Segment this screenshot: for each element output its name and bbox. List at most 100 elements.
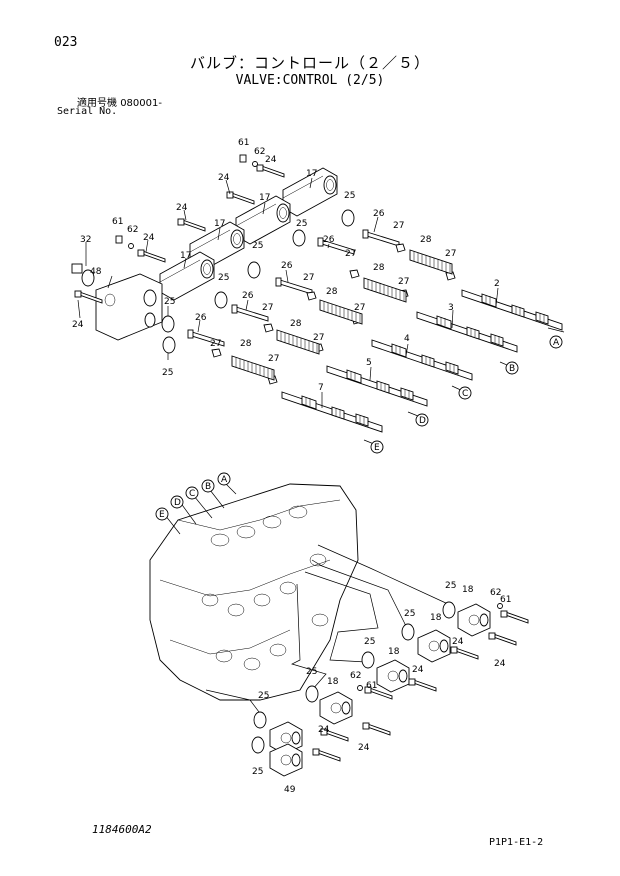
bolt-24-c bbox=[137, 249, 166, 263]
svg-text:18: 18 bbox=[327, 677, 339, 687]
callout-b-lower: B bbox=[201, 479, 215, 493]
washer-62-c bbox=[497, 603, 503, 609]
svg-text:24: 24 bbox=[318, 725, 330, 735]
svg-text:25: 25 bbox=[252, 241, 263, 251]
svg-text:27: 27 bbox=[345, 249, 356, 259]
connector-lines-lower bbox=[164, 483, 449, 717]
svg-text:E: E bbox=[374, 443, 380, 453]
svg-text:27: 27 bbox=[354, 303, 365, 313]
svg-text:5: 5 bbox=[366, 358, 372, 368]
svg-text:28: 28 bbox=[373, 263, 385, 273]
svg-text:25: 25 bbox=[252, 767, 263, 777]
svg-text:25: 25 bbox=[306, 667, 317, 677]
svg-text:17: 17 bbox=[180, 251, 191, 261]
callout-c-lower: C bbox=[185, 486, 199, 500]
svg-text:25: 25 bbox=[344, 191, 355, 201]
serial-value: 080001- bbox=[120, 98, 162, 109]
svg-text:D: D bbox=[174, 498, 181, 508]
svg-text:18: 18 bbox=[430, 613, 442, 623]
svg-text:18: 18 bbox=[388, 647, 400, 657]
page-title-en: VALVE:CONTROL (2/5) bbox=[235, 73, 385, 88]
spool-7 bbox=[281, 391, 383, 433]
svg-text:27: 27 bbox=[398, 277, 409, 287]
svg-text:4: 4 bbox=[404, 334, 410, 344]
lower-bolts bbox=[312, 610, 529, 762]
cap-18-b bbox=[417, 629, 451, 663]
oring-25-a bbox=[341, 209, 355, 227]
svg-text:26: 26 bbox=[281, 261, 293, 271]
svg-text:25: 25 bbox=[296, 219, 307, 229]
svg-text:48: 48 bbox=[90, 267, 102, 277]
part-labels: 61 62 24 17 24 17 25 24 17 25 26 27 61 6… bbox=[72, 138, 500, 393]
oring-25-e bbox=[161, 315, 175, 333]
svg-text:27: 27 bbox=[210, 339, 221, 349]
svg-text:61: 61 bbox=[366, 681, 377, 691]
cap-18-d bbox=[319, 691, 353, 725]
sheet-code: P1P1-E1-2 bbox=[489, 837, 544, 848]
svg-text:17: 17 bbox=[306, 169, 317, 179]
svg-text:18: 18 bbox=[462, 585, 474, 595]
washer-62-a bbox=[252, 161, 258, 167]
svg-text:17: 17 bbox=[259, 193, 270, 203]
part-labels-lower: 25 62 18 61 25 18 25 24 24 18 25 24 62 1… bbox=[252, 581, 511, 795]
plug-61-a bbox=[239, 154, 247, 163]
svg-text:B: B bbox=[205, 482, 211, 492]
svg-text:27: 27 bbox=[313, 333, 324, 343]
oring-25-g bbox=[442, 601, 456, 619]
svg-text:62: 62 bbox=[490, 588, 501, 598]
svg-text:24: 24 bbox=[412, 665, 424, 675]
nut-27-e bbox=[263, 323, 274, 333]
svg-text:24: 24 bbox=[358, 743, 370, 753]
svg-text:26: 26 bbox=[323, 235, 335, 245]
washer-62-d bbox=[357, 685, 363, 691]
leader-lines-upper bbox=[77, 177, 499, 408]
svg-text:25: 25 bbox=[364, 637, 375, 647]
svg-text:28: 28 bbox=[290, 319, 302, 329]
washer-62-b bbox=[128, 243, 134, 249]
svg-text:27: 27 bbox=[262, 303, 273, 313]
svg-text:28: 28 bbox=[240, 339, 252, 349]
callout-b-upper: B bbox=[505, 361, 519, 375]
svg-text:17: 17 bbox=[214, 219, 225, 229]
callout-d-upper: D bbox=[415, 413, 429, 427]
page-title-jp: バルブ：コントロール（２／５） bbox=[189, 54, 430, 72]
block-48 bbox=[95, 273, 163, 341]
callout-e-upper: E bbox=[370, 440, 384, 454]
svg-text:27: 27 bbox=[303, 273, 314, 283]
svg-text:24: 24 bbox=[218, 173, 230, 183]
svg-text:25: 25 bbox=[445, 581, 456, 591]
oring-25-c bbox=[247, 261, 261, 279]
spool-5 bbox=[326, 365, 428, 407]
svg-text:25: 25 bbox=[218, 273, 229, 283]
cap-18-a bbox=[457, 603, 491, 637]
svg-text:49: 49 bbox=[284, 785, 296, 795]
svg-text:A: A bbox=[553, 338, 560, 348]
nut-27-d bbox=[306, 291, 317, 301]
svg-text:32: 32 bbox=[80, 235, 91, 245]
spool-3 bbox=[416, 311, 518, 353]
oring-25-f bbox=[162, 336, 176, 354]
drawing-code: 1184600A2 bbox=[92, 823, 152, 836]
nut-27-i bbox=[211, 348, 222, 358]
svg-text:62: 62 bbox=[254, 147, 265, 157]
spool-4 bbox=[371, 339, 473, 381]
callout-a-upper: A bbox=[549, 335, 563, 349]
spool-2 bbox=[461, 289, 563, 331]
svg-text:3: 3 bbox=[448, 303, 454, 313]
page-number: 023 bbox=[54, 35, 78, 50]
svg-text:61: 61 bbox=[112, 217, 123, 227]
svg-text:24: 24 bbox=[265, 155, 277, 165]
svg-text:61: 61 bbox=[500, 595, 511, 605]
oring-25-d bbox=[214, 291, 228, 309]
svg-text:24: 24 bbox=[72, 320, 84, 330]
svg-text:24: 24 bbox=[143, 233, 155, 243]
pin-26-a bbox=[362, 229, 400, 247]
svg-text:24: 24 bbox=[452, 637, 464, 647]
svg-text:26: 26 bbox=[242, 291, 254, 301]
svg-text:28: 28 bbox=[326, 287, 338, 297]
svg-text:25: 25 bbox=[162, 368, 173, 378]
svg-text:7: 7 bbox=[318, 383, 324, 393]
plug-61-b bbox=[115, 235, 123, 244]
callout-d-lower: D bbox=[170, 495, 184, 509]
